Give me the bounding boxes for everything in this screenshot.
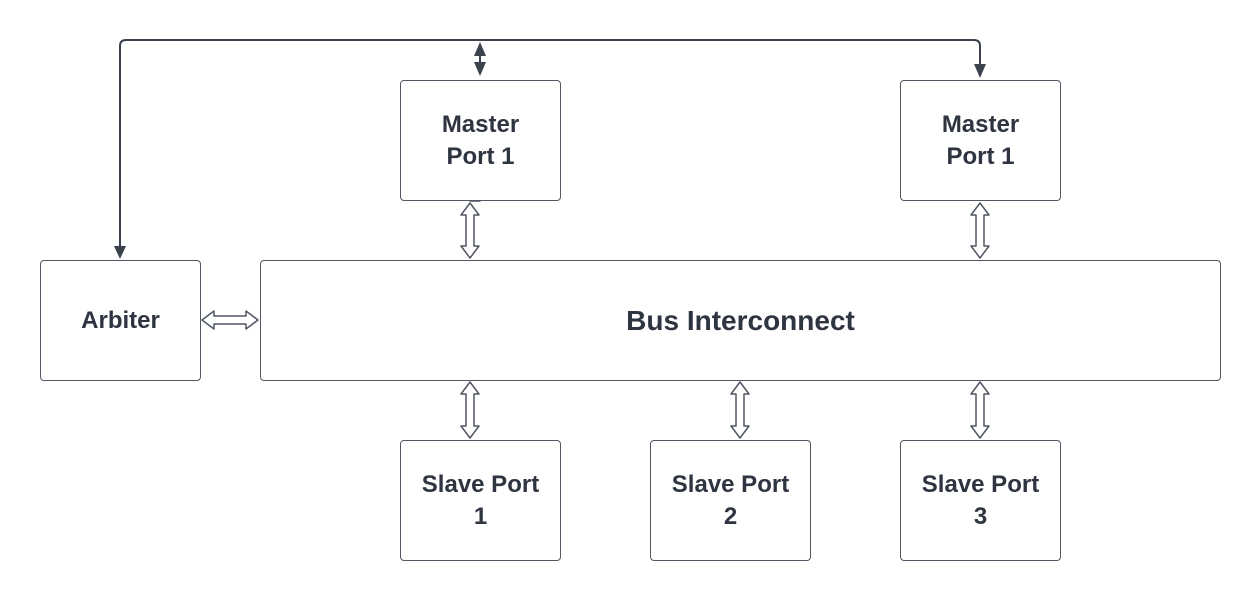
master-port-2-line1: Master: [941, 110, 1020, 138]
slave-port-1-box: Slave Port 1: [400, 440, 561, 561]
slave-port-3-box: Slave Port 3: [900, 440, 1061, 561]
slave-port-2-line1: Slave Port: [671, 470, 790, 498]
arbiter-label: Arbiter: [81, 306, 160, 334]
master-port-2-box: Master Port 1: [900, 80, 1061, 201]
master-port-1-line1: Master: [441, 110, 520, 138]
master-port-2-line2: Port 1: [946, 142, 1015, 170]
slave-port-1-line2: 1: [473, 502, 488, 530]
bus-interconnect-box: Bus Interconnect: [260, 260, 1221, 381]
double-arrow-master2-bus: [970, 202, 990, 259]
arbiter-box: Arbiter: [40, 260, 201, 381]
master-port-1-line2: Port 1: [446, 142, 515, 170]
arbiter-control-line: [119, 39, 981, 248]
double-arrow-master1-bus: [460, 202, 480, 259]
bus-interconnect-label: Bus Interconnect: [626, 304, 855, 336]
slave-port-1-line1: Slave Port: [421, 470, 540, 498]
slave-port-3-line2: 3: [973, 502, 988, 530]
arrowhead-master1-down: [474, 62, 486, 76]
arrowhead-master2: [974, 64, 986, 78]
double-arrow-bus-slave2: [730, 381, 750, 439]
double-arrow-bus-slave1: [460, 381, 480, 439]
arrowhead-arbiter: [114, 246, 126, 259]
double-arrow-bus-slave3: [970, 381, 990, 439]
arrowhead-master1-up: [474, 42, 486, 56]
slave-port-3-line1: Slave Port: [921, 470, 1040, 498]
slave-port-2-line2: 2: [723, 502, 738, 530]
master-port-1-box: Master Port 1: [400, 80, 561, 201]
double-arrow-arbiter-bus: [201, 310, 259, 330]
slave-port-2-box: Slave Port 2: [650, 440, 811, 561]
